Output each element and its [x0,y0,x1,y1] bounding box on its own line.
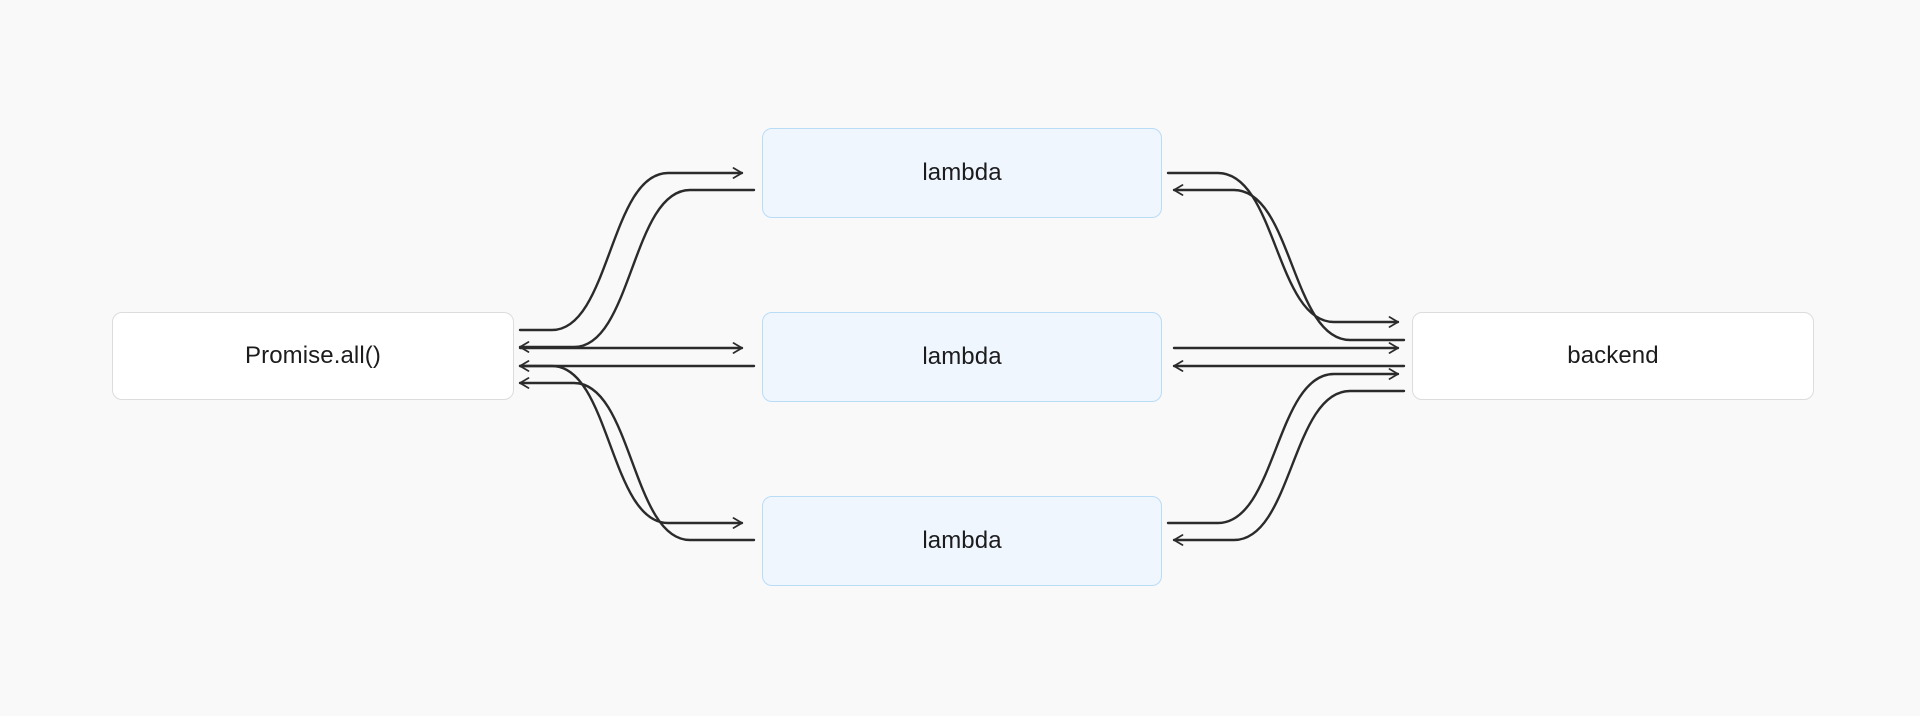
node-lambda-top[interactable]: lambda [762,128,1162,218]
node-lambda-top-label: lambda [922,159,1002,186]
edge-lambda-top-to-promise [518,188,756,353]
node-lambda-middle[interactable]: lambda [762,312,1162,402]
edge-lambda-bottom-to-promise [518,377,756,542]
node-backend-label: backend [1567,342,1659,369]
edge-lambda-bottom-to-backend [1166,368,1400,525]
node-lambda-bottom[interactable]: lambda [762,496,1162,586]
edge-lambda-top-to-backend [1166,171,1400,328]
node-lambda-bottom-label: lambda [922,527,1002,554]
node-promise-all-label: Promise.all() [245,342,381,369]
edge-promise-to-lambda-top [518,167,744,332]
node-backend[interactable]: backend [1412,312,1814,400]
edge-promise-to-lambda-bottom [518,364,744,529]
node-promise-all[interactable]: Promise.all() [112,312,514,400]
node-lambda-middle-label: lambda [922,343,1002,370]
edge-backend-to-lambda-bottom [1172,389,1406,546]
edge-backend-to-lambda-top [1172,184,1406,342]
